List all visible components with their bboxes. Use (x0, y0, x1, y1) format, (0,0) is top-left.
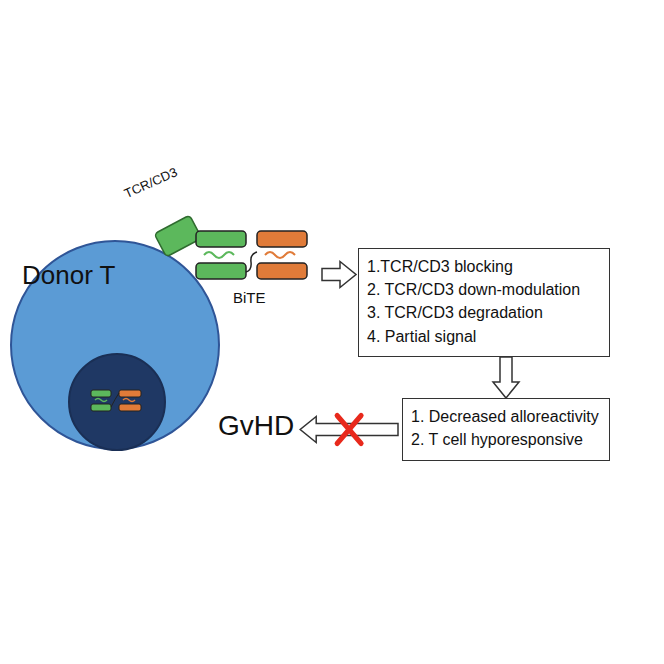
receptor-label: TCR/CD3 (122, 164, 180, 201)
list-item: 4. Partial signal (367, 325, 601, 348)
mechanism-box: 1.TCR/CD3 blocking2. TCR/CD3 down-modula… (358, 248, 610, 357)
outcome-box: 1. Decreased alloreactivity2. T cell hyp… (402, 398, 610, 461)
bite-molecule (196, 231, 307, 279)
block-cross (337, 416, 361, 444)
block-cross (337, 416, 361, 444)
list-item: 2. T cell hyporesponsive (411, 428, 601, 451)
outcome-label: GvHD (218, 410, 294, 442)
list-item: 1. Decreased alloreactivity (411, 405, 601, 428)
hollow-arrow (493, 357, 519, 398)
blocked-arrow (300, 417, 398, 443)
cell-label: Donor T (22, 260, 115, 291)
list-item: 1.TCR/CD3 blocking (367, 255, 601, 278)
list-item: 2. TCR/CD3 down-modulation (367, 278, 601, 301)
process-arrow (322, 262, 356, 288)
cell-circle: Donor T (10, 240, 220, 450)
list-item: 3. TCR/CD3 degradation (367, 301, 601, 324)
molecule-label: BiTE (233, 289, 266, 306)
